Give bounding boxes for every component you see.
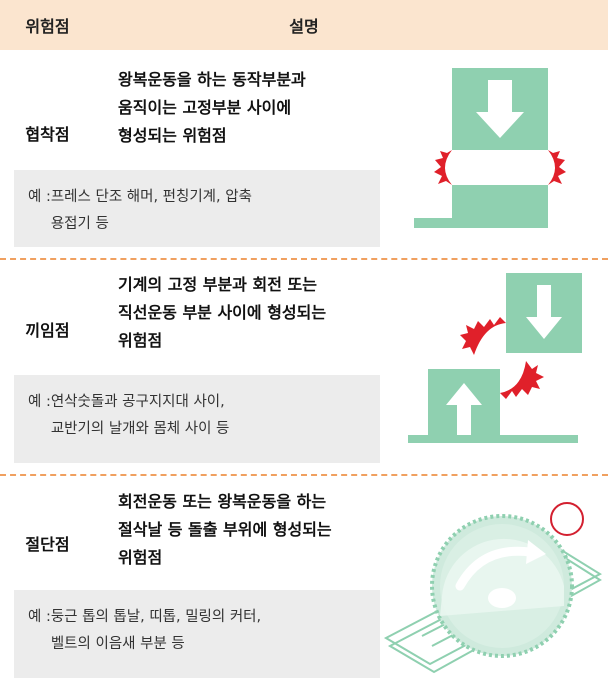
- header-description: 설명: [289, 17, 319, 36]
- row-description-pinch-point: 기계의 고정 부분과 회전 또는 직선운동 부분 사이에 형성되는 위험점: [118, 275, 327, 350]
- row-example-crush-point: 예 : 프레스 단조 해머, 펀칭기계, 압축 용접기 등: [14, 170, 380, 247]
- base-plate-icon: [408, 435, 578, 443]
- arrow-down-icon: [526, 285, 562, 339]
- base-plate-icon: [414, 218, 548, 228]
- example-prefix: 예 :: [28, 394, 51, 410]
- right-danger-burst-icon: [548, 150, 566, 185]
- row-divider: [0, 258, 608, 260]
- header-hazard-point: 위험점: [25, 17, 70, 36]
- row-example-cutting-point: 예 : 둥근 톱의 톱날, 띠톱, 밀링의 커터, 벨트의 이음새 부분 등: [14, 590, 380, 678]
- arrow-down-icon: [476, 80, 524, 138]
- row-description-cutting-point: 회전운동 또는 왕복운동을 하는 절삭날 등 돌출 부위에 형성되는 위험점: [118, 492, 332, 567]
- row-name-crush-point: 협착점: [25, 125, 70, 144]
- lower-danger-burst-icon: [500, 361, 544, 399]
- example-prefix: 예 :: [28, 609, 51, 625]
- press-crush-illustration: [414, 68, 566, 228]
- pinch-point-illustration: [408, 273, 582, 443]
- example-text: 연삭숫돌과 공구지지대 사이, 교반기의 날개와 몸체 사이 등: [50, 394, 230, 437]
- row-name-cutting-point: 절단점: [25, 535, 70, 554]
- table-header: 위험점 설명: [0, 0, 608, 50]
- row-name-pinch-point: 끼임점: [25, 321, 70, 340]
- rotation-arrowhead-icon: [526, 540, 546, 564]
- row-divider: [0, 474, 608, 476]
- rotation-arrow-icon: [455, 546, 535, 591]
- saw-blade-icon: [430, 514, 574, 658]
- example-text: 프레스 단조 해머, 펀칭기계, 압축 용접기 등: [50, 189, 252, 232]
- left-danger-burst-icon: [434, 150, 452, 185]
- row-description-crush-point: 왕복운동을 하는 동작부분과 움직이는 고정부분 사이에 형성되는 위험점: [118, 70, 306, 145]
- upper-danger-burst-icon: [460, 317, 506, 355]
- danger-highlight-circle-icon: [550, 502, 584, 536]
- example-prefix: 예 :: [28, 189, 51, 205]
- circular-saw-illustration: [383, 502, 603, 674]
- example-text: 둥근 톱의 톱날, 띠톱, 밀링의 커터, 벨트의 이음새 부분 등: [50, 609, 262, 652]
- arrow-up-icon: [446, 383, 482, 435]
- row-example-pinch-point: 예 : 연삭숫돌과 공구지지대 사이, 교반기의 날개와 몸체 사이 등: [14, 375, 380, 463]
